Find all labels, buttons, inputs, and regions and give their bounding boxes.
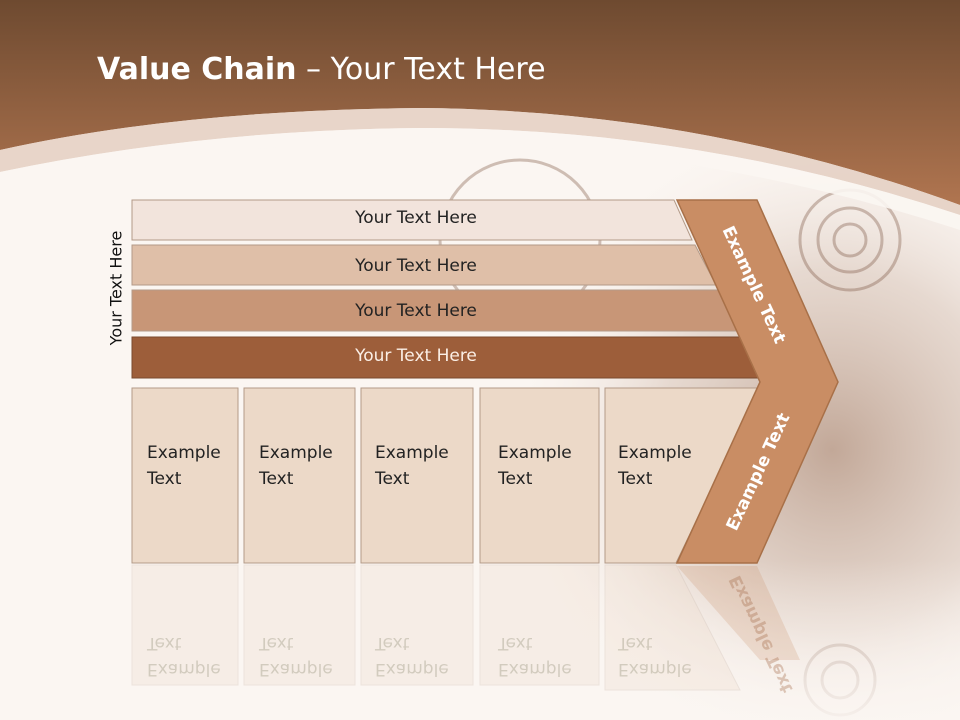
cell-2-reflection-line1: Example [259,659,333,679]
cell-3-text: Example Text [375,440,449,492]
cell-3-reflection-line2: Text [375,633,410,653]
cell-5-line1: Example [618,443,692,463]
cell-4-reflection-line1: Example [498,659,572,679]
cell-3-line2: Text [375,469,410,489]
title-rest: – Your Text Here [296,52,546,87]
cell-5-reflection-line1: Example [618,659,692,679]
cell-1-text: Example Text [147,440,221,492]
cell-5-line2: Text [618,469,653,489]
title-bold: Value Chain [97,52,297,87]
bar-4-label: Your Text Here [355,346,477,366]
cell-5-reflection: Example Text [618,630,692,682]
cell-4 [479,387,600,564]
cell-2-reflection: Example Text [259,630,333,682]
bar-3-label: Your Text Here [355,301,477,321]
cell-4-line1: Example [498,443,572,463]
cell-2-text: Example Text [259,440,333,492]
cell-5-reflection-line2: Text [618,633,653,653]
cell-3-reflection: Example Text [375,630,449,682]
bar-2-label: Your Text Here [355,256,477,276]
bar-1-label: Your Text Here [355,208,477,228]
cell-3-reflection-line1: Example [375,659,449,679]
header-band [0,0,960,205]
cell-2-line1: Example [259,443,333,463]
page-title: Value Chain – Your Text Here [97,52,546,87]
cell-1-reflection-line2: Text [147,633,182,653]
cell-4-text: Example Text [498,440,572,492]
cells-reflection [131,564,741,691]
cell-1 [131,387,239,564]
cell-4-reflection-line2: Text [498,633,533,653]
cell-5 [604,387,761,564]
side-label: Your Text Here [106,230,126,346]
header-wave-light [0,108,960,215]
cell-2-reflection-line2: Text [259,633,294,653]
cell-5-text: Example Text [618,440,692,492]
chevron-reflection [677,566,800,660]
cell-1-line1: Example [147,443,221,463]
cell-4-line2: Text [498,469,533,489]
bar-1 [131,199,693,241]
cell-1-line2: Text [147,469,182,489]
cell-2-line2: Text [259,469,294,489]
chevron-arrow [675,199,839,564]
cell-1-reflection-line1: Example [147,659,221,679]
cell-1-reflection: Example Text [147,630,221,682]
cell-3-line1: Example [375,443,449,463]
cell-2 [243,387,356,564]
cell-4-reflection: Example Text [498,630,572,682]
cell-3 [360,387,474,564]
